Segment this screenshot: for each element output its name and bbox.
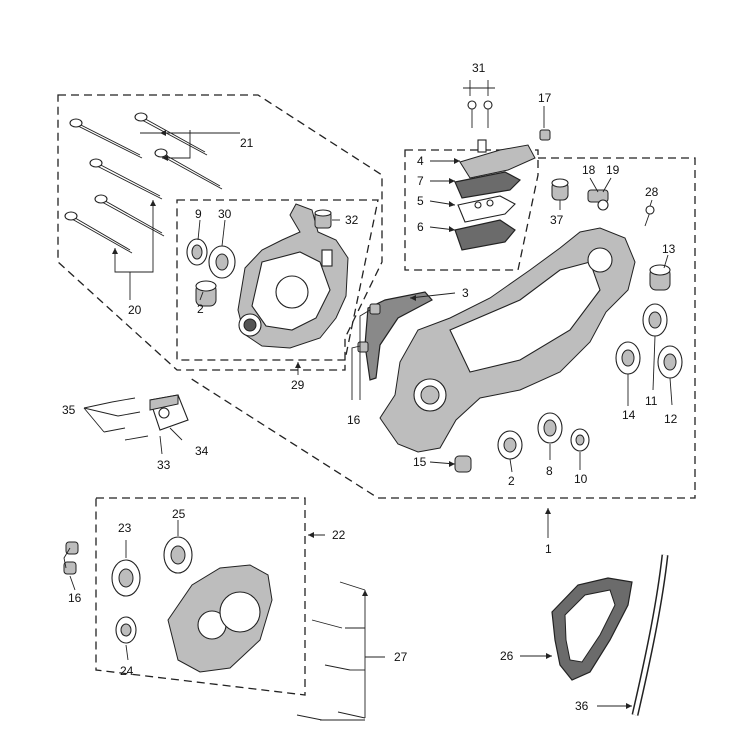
label-24: 24 [120, 664, 134, 678]
label-19: 19 [606, 163, 620, 177]
label-36: 36 [575, 699, 589, 713]
leader-lines-studs [114, 130, 240, 300]
label-26: 26 [500, 649, 514, 663]
label-31: 31 [472, 61, 486, 75]
bearing-12 [657, 345, 683, 379]
label-2-main: 2 [508, 474, 515, 488]
reed-valve-5 [457, 195, 516, 223]
gasket-3 [364, 291, 433, 381]
dowel-15 [454, 455, 472, 473]
label-13: 13 [662, 242, 676, 256]
label-22: 22 [332, 528, 346, 542]
label-32: 32 [345, 213, 359, 227]
label-17: 17 [538, 91, 552, 105]
label-16-lower: 16 [68, 591, 82, 605]
screws-27 [296, 581, 366, 721]
label-12: 12 [664, 412, 678, 426]
bearing-14 [615, 341, 641, 375]
dowel-32 [314, 209, 332, 229]
label-9: 9 [195, 207, 202, 221]
label-10: 10 [574, 472, 588, 486]
bearing-23 [111, 559, 141, 597]
label-29: 29 [291, 378, 305, 392]
label-2-left: 2 [197, 302, 204, 316]
part-labels: 31 17 4 7 5 6 18 19 28 37 21 9 30 32 13 … [62, 61, 678, 713]
bearing-25 [163, 536, 193, 574]
label-14: 14 [622, 408, 636, 422]
group-outline-studs-and-half-case [57, 94, 383, 371]
bearing-2-main [497, 430, 523, 460]
label-4: 4 [417, 154, 424, 168]
side-cover [167, 564, 273, 673]
bearing-10 [570, 428, 590, 452]
bearing-13 [649, 264, 671, 291]
bearing-11 [642, 303, 668, 337]
label-20: 20 [128, 303, 142, 317]
dowels-16-lower [63, 541, 79, 575]
screws-31 [467, 100, 493, 128]
bolt-28 [644, 205, 655, 227]
bearing-8 [537, 412, 563, 444]
seal-24 [115, 616, 137, 644]
gasket-26 [551, 577, 633, 681]
dowels-16-upper [357, 303, 381, 353]
group-outline-main-crankcase [189, 157, 696, 499]
arrowheads [112, 130, 632, 709]
label-8: 8 [546, 464, 553, 478]
gasket-7 [454, 171, 521, 199]
label-1: 1 [545, 542, 552, 556]
label-11: 11 [645, 394, 658, 408]
label-16-upper: 16 [347, 413, 361, 427]
label-6: 6 [417, 220, 424, 234]
left-crankcase-half [237, 203, 349, 349]
label-7: 7 [417, 174, 424, 188]
label-35: 35 [62, 403, 76, 417]
sensor-18-19 [587, 189, 609, 211]
gasket-6 [454, 219, 516, 251]
label-33: 33 [157, 458, 171, 472]
label-25: 25 [172, 507, 186, 521]
label-5: 5 [417, 194, 424, 208]
label-34: 34 [195, 444, 209, 458]
label-18: 18 [582, 163, 596, 177]
stud-bolts [64, 112, 223, 254]
bushing-37 [551, 178, 569, 201]
label-30: 30 [218, 207, 232, 221]
label-27: 27 [394, 650, 408, 664]
main-crankcase [379, 227, 636, 453]
bearing-9 [186, 238, 208, 266]
bearing-30 [208, 245, 236, 279]
label-28: 28 [645, 185, 659, 199]
nut-17 [539, 129, 551, 141]
label-21: 21 [240, 136, 254, 150]
label-37: 37 [550, 213, 564, 227]
cylinder-block-34 [149, 394, 189, 431]
bolts-35 [103, 397, 149, 441]
intake-manifold-4 [459, 139, 536, 179]
bushing-2-left [195, 280, 217, 307]
label-3: 3 [462, 286, 469, 300]
label-15: 15 [413, 455, 427, 469]
hose-36 [631, 554, 669, 716]
leader-lines [63, 80, 673, 721]
label-23: 23 [118, 521, 132, 535]
group-outline-left-crankcase [176, 199, 379, 361]
group-outline-cover [95, 497, 306, 696]
